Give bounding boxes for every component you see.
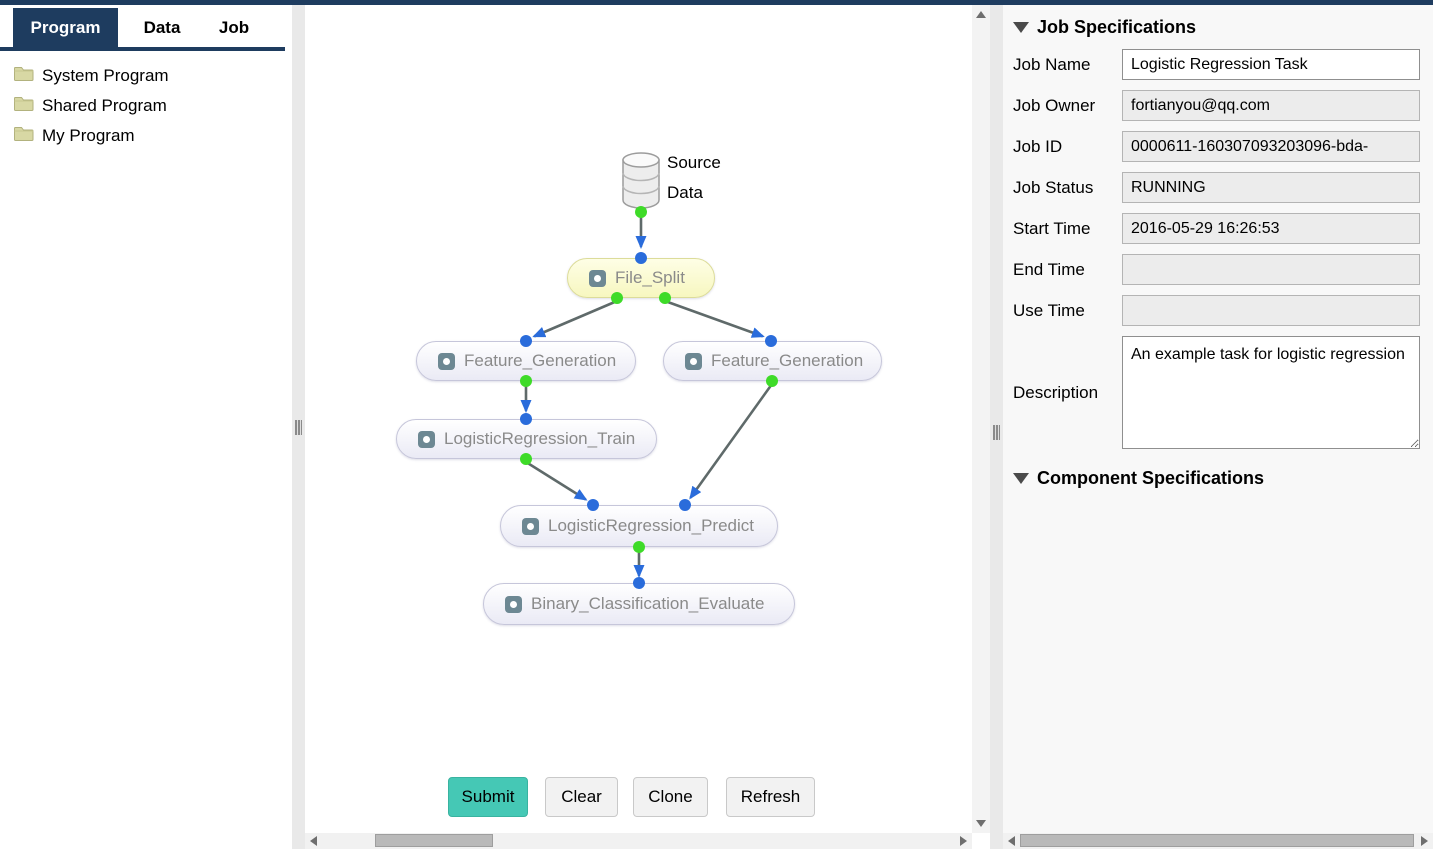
edge — [524, 460, 588, 501]
job-status-row: Job Status — [1013, 172, 1420, 203]
workflow-canvas[interactable]: Source Data File_Split Feature_Generatio… — [305, 5, 972, 833]
sidebar-item-my-program[interactable]: My Program — [0, 121, 285, 151]
field-label: Job Name — [1013, 54, 1091, 74]
right-splitter[interactable] — [990, 5, 1003, 849]
top-border — [0, 0, 1433, 5]
use-time-row: Use Time — [1013, 295, 1420, 326]
field-label: Job Owner — [1013, 95, 1096, 115]
clear-button[interactable]: Clear — [545, 777, 618, 817]
scrollbar-thumb[interactable] — [1020, 834, 1414, 847]
field-label: Description — [1013, 382, 1099, 402]
scroll-down-arrow-icon[interactable] — [976, 820, 986, 827]
tab-program[interactable]: Program — [13, 8, 118, 47]
clone-button[interactable]: Clone — [633, 777, 708, 817]
component-specifications-header[interactable]: Component Specifications — [1013, 468, 1420, 489]
component-icon — [589, 269, 606, 287]
tab-job[interactable]: Job — [218, 17, 250, 37]
tab-underline — [0, 47, 285, 51]
node-label: Binary_Classification_Evaluate — [531, 594, 765, 613]
job-specifications-panel: Job Specifications Job Name Job Owner Jo… — [1003, 5, 1433, 833]
field-label: Job Status — [1013, 177, 1094, 197]
node-label: File_Split — [615, 268, 685, 287]
start-time-row: Start Time — [1013, 213, 1420, 244]
collapse-triangle-icon — [1013, 473, 1029, 484]
canvas-horizontal-scrollbar[interactable] — [305, 833, 972, 849]
sidebar-item-label: My Program — [42, 126, 135, 145]
action-button-row: Submit Clear Clone Refresh — [448, 777, 815, 817]
source-data-label: Source Data — [667, 153, 721, 202]
section-title: Component Specifications — [1037, 468, 1265, 488]
sidebar-item-system-program[interactable]: System Program — [0, 61, 285, 91]
description-textarea[interactable]: An example task for logistic regression — [1122, 336, 1420, 449]
program-folder-list: System Program Shared Program My Program — [0, 61, 285, 151]
sidebar-item-label: Shared Program — [42, 96, 167, 115]
edge — [663, 299, 765, 338]
sidebar-item-label: System Program — [42, 66, 169, 85]
node-label: LogisticRegression_Train — [444, 429, 636, 448]
panel-horizontal-scrollbar[interactable] — [1003, 833, 1433, 849]
component-icon — [685, 352, 702, 370]
job-owner-row: Job Owner — [1013, 90, 1420, 121]
job-specifications-header[interactable]: Job Specifications — [1013, 17, 1420, 38]
node-file-split[interactable]: File_Split — [567, 258, 715, 298]
node-binary-classification-evaluate[interactable]: Binary_Classification_Evaluate — [483, 583, 795, 625]
canvas-vertical-scrollbar[interactable] — [972, 5, 990, 833]
scroll-left-arrow-icon[interactable] — [310, 836, 317, 846]
node-logisticregression-train[interactable]: LogisticRegression_Train — [396, 419, 657, 459]
component-icon — [505, 595, 522, 613]
scroll-right-arrow-icon[interactable] — [1421, 836, 1428, 846]
field-label: Start Time — [1013, 218, 1091, 238]
sidebar-item-shared-program[interactable]: Shared Program — [0, 91, 285, 121]
source-data-database-icon[interactable] — [620, 151, 662, 214]
folder-icon — [13, 65, 34, 87]
left-splitter[interactable] — [292, 5, 305, 849]
description-row: Description An example task for logistic… — [1013, 336, 1420, 449]
scrollbar-thumb[interactable] — [375, 834, 493, 847]
component-icon — [438, 352, 455, 370]
node-logisticregression-predict[interactable]: LogisticRegression_Predict — [500, 505, 778, 547]
node-label: LogisticRegression_Predict — [548, 516, 754, 535]
node-feature-generation-right[interactable]: Feature_Generation — [663, 341, 882, 381]
component-icon — [522, 517, 539, 535]
folder-icon — [13, 95, 34, 117]
scroll-up-arrow-icon[interactable] — [976, 11, 986, 18]
splitter-grip-icon — [993, 425, 1000, 440]
folder-icon — [13, 125, 34, 147]
edge — [689, 382, 774, 500]
component-icon — [418, 430, 435, 448]
splitter-grip-icon — [295, 420, 302, 435]
job-name-input[interactable] — [1122, 49, 1420, 80]
job-id-input — [1122, 131, 1420, 162]
submit-button[interactable]: Submit — [448, 777, 528, 817]
sidebar: Program Data Job System Program Shared P… — [0, 5, 292, 849]
node-label: Feature_Generation — [711, 351, 864, 370]
section-title: Job Specifications — [1037, 17, 1197, 37]
job-id-row: Job ID — [1013, 131, 1420, 162]
job-status-input — [1122, 172, 1420, 203]
node-label: Feature_Generation — [464, 351, 617, 370]
scroll-right-arrow-icon[interactable] — [960, 836, 967, 846]
tab-data[interactable]: Data — [143, 17, 181, 37]
job-name-row: Job Name — [1013, 49, 1420, 80]
use-time-input — [1122, 295, 1420, 326]
field-label: Use Time — [1013, 300, 1085, 320]
field-label: Job ID — [1013, 136, 1063, 156]
node-feature-generation-left[interactable]: Feature_Generation — [416, 341, 636, 381]
collapse-triangle-icon — [1013, 22, 1029, 33]
end-time-input — [1122, 254, 1420, 285]
scroll-left-arrow-icon[interactable] — [1008, 836, 1015, 846]
refresh-button[interactable]: Refresh — [726, 777, 815, 817]
edge — [532, 299, 619, 338]
start-time-input — [1122, 213, 1420, 244]
field-label: End Time — [1013, 259, 1085, 279]
job-owner-input — [1122, 90, 1420, 121]
end-time-row: End Time — [1013, 254, 1420, 285]
